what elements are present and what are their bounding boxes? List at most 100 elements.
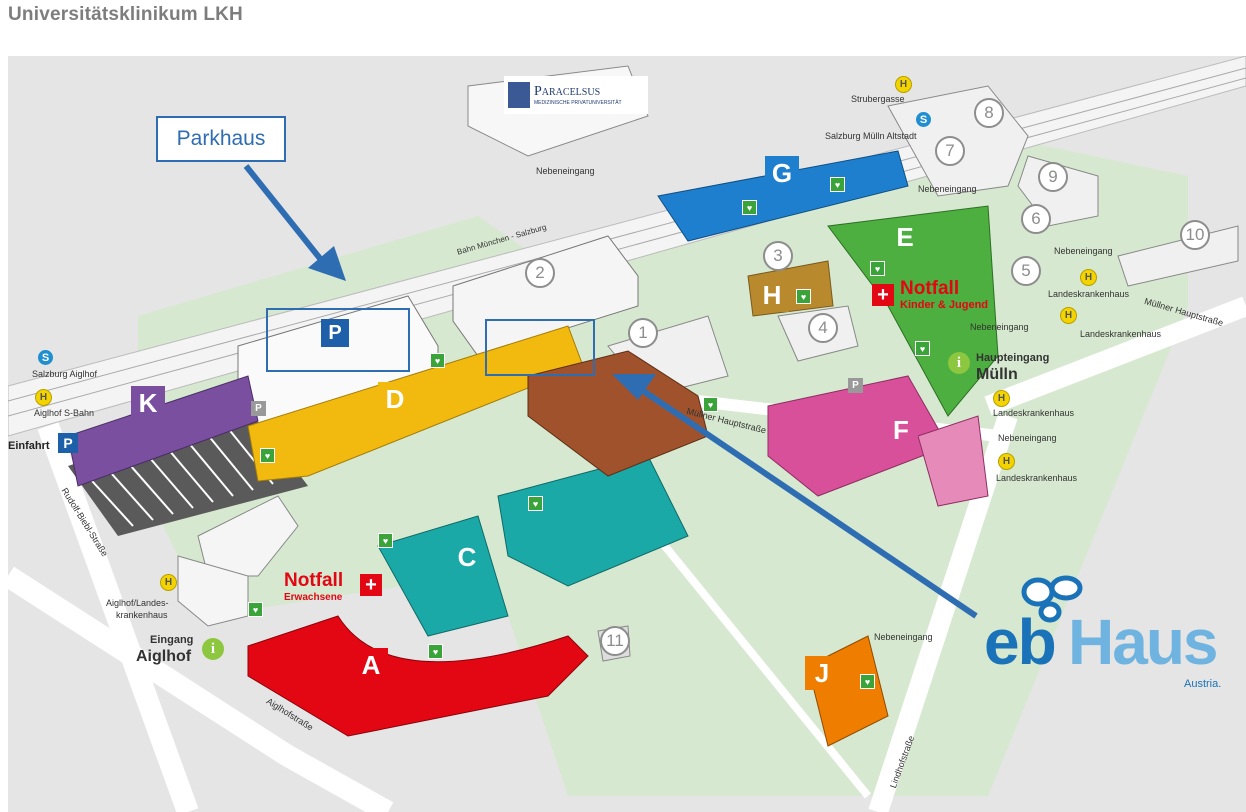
landeskrankenhaus-label-3: Landeskrankenhaus (993, 408, 1075, 418)
bus-stop-icon: H (1060, 307, 1077, 324)
building-6-number: 6 (1021, 204, 1051, 234)
parkhaus-callout: Parkhaus (156, 116, 286, 162)
building-H-badge: H (755, 278, 789, 312)
defibrillator-icon: ♥ (248, 602, 263, 617)
building-7-number: 7 (935, 136, 965, 166)
parking-small-icon-f: P (848, 378, 863, 393)
erwachsene-label: Erwachsene (284, 592, 343, 603)
building-aiglhof (177, 555, 249, 627)
parking-small-icon: P (251, 401, 266, 416)
building-4-number: 4 (808, 313, 838, 343)
emergency-cross-icon: + (360, 574, 382, 596)
building-3-number: 3 (763, 241, 793, 271)
muelln-label: Mülln (976, 366, 1018, 383)
building-2 (452, 235, 639, 357)
building-K (67, 375, 259, 487)
landeskrankenhaus-label-4: Landeskrankenhaus (996, 473, 1078, 483)
parkhaus-highlight (266, 308, 410, 372)
sbahn-icon: S (38, 350, 53, 365)
ebhaus-logo: eb Haus Austria. (980, 574, 1240, 694)
building-F-badge: F (884, 413, 918, 447)
building-5-number: 5 (1011, 256, 1041, 286)
haupteingang-label: Haupteingang (976, 352, 1050, 364)
logo-eb: eb (984, 606, 1057, 678)
defibrillator-icon: ♥ (742, 200, 757, 215)
ebhaus-arrow-shaft (634, 383, 978, 619)
aiglhof-label: Aiglhof (136, 648, 192, 665)
strubergasse-label: Strubergasse (851, 94, 905, 104)
nebeneingang-label-1: Nebeneingang (536, 166, 595, 176)
nebeneingang-label-6: Nebeneingang (874, 632, 933, 642)
butterfly-icon (1021, 575, 1083, 623)
sbahn-icon: S (916, 112, 931, 127)
defibrillator-icon: ♥ (430, 353, 445, 368)
campus-map: Parkhaus P P P P K D G E H F C A J 1 2 3… (8, 56, 1246, 812)
building-A-badge: A (354, 648, 388, 682)
eingang-label: Eingang (150, 634, 194, 646)
bus-stop-icon: H (895, 76, 912, 93)
bus-stop-icon: H (998, 453, 1015, 470)
building-F (767, 375, 949, 497)
road-aiglhofstrasse (8, 566, 394, 812)
defibrillator-icon: ♥ (860, 674, 875, 689)
building-J-badge: J (805, 656, 839, 690)
defibrillator-icon: ♥ (915, 341, 930, 356)
nebeneingang-label-2: Nebeneingang (918, 184, 977, 194)
defibrillator-icon: ♥ (796, 289, 811, 304)
parkhaus-p-icon: P (321, 319, 349, 347)
building-K-badge: K (131, 386, 165, 420)
defibrillator-icon: ♥ (260, 448, 275, 463)
defibrillator-icon: ♥ (830, 177, 845, 192)
building-9-number: 9 (1038, 162, 1068, 192)
einfahrt-label: Einfahrt (8, 440, 50, 452)
paracelsus-name: Paracelsus (534, 84, 601, 99)
einfahrt-p-icon: P (58, 433, 78, 453)
building-G (657, 150, 909, 242)
logo-haus: Haus (1068, 606, 1218, 678)
building-C-badge: C (450, 540, 484, 574)
aiglhof-sbahn-label: Aiglhof S-Bahn (34, 408, 95, 418)
kinder-jugend-label: Kinder & Jugend (900, 299, 989, 311)
notfall-erwachsene-label: Notfall (284, 570, 344, 591)
bus-stop-icon: H (1080, 269, 1097, 286)
nebeneingang-label-5: Nebeneingang (998, 433, 1057, 443)
info-icon-muelln: i (948, 352, 970, 374)
defibrillator-icon: ♥ (428, 644, 443, 659)
building-G-badge: G (765, 156, 799, 190)
building-1-number: 1 (628, 318, 658, 348)
building-D (247, 325, 584, 482)
building-11-number: 11 (600, 626, 630, 656)
building-E-badge: E (888, 220, 922, 254)
building-8-number: 8 (974, 98, 1004, 128)
ebhaus-highlight (485, 319, 595, 376)
building-D-badge: D (378, 382, 412, 416)
ebhaus-arrow-head (612, 374, 656, 400)
building-F-round (917, 415, 989, 507)
aiglhof-landes-label: Aiglhof/Landes- (106, 598, 169, 608)
defibrillator-icon: ♥ (703, 397, 718, 412)
emergency-cross-icon: + (872, 284, 894, 306)
road-muellner (984, 296, 1246, 416)
defibrillator-icon: ♥ (378, 533, 393, 548)
paracelsus-emblem-icon (508, 82, 530, 108)
defibrillator-icon: ♥ (528, 496, 543, 511)
salzburg-aiglhof-label: Salzburg Aiglhof (32, 369, 98, 379)
landeskrankenhaus-label-2: Landeskrankenhaus (1080, 329, 1162, 339)
bus-stop-icon: H (993, 390, 1010, 407)
nebeneingang-label-4: Nebeneingang (970, 322, 1029, 332)
parkhaus-arrow-shaft (243, 164, 333, 273)
paracelsus-logo: Paracelsus MEDIZINISCHE PRIVATUNIVERSITÄ… (504, 76, 648, 114)
bus-stop-icon: H (160, 574, 177, 591)
defibrillator-icon: ♥ (870, 261, 885, 276)
nebeneingang-label-3: Nebeneingang (1054, 246, 1113, 256)
logo-austria: Austria. (1184, 678, 1222, 690)
building-10-number: 10 (1180, 220, 1210, 250)
muelln-altstadt-label: Salzburg Mülln Altstadt (825, 131, 917, 141)
road-rudolf-biebl (37, 422, 199, 812)
landeskrankenhaus-label-1: Landeskrankenhaus (1048, 289, 1130, 299)
krankenhaus-label: krankenhaus (116, 610, 168, 620)
notfall-kinder-label: Notfall (900, 278, 960, 299)
page-title: Universitätsklinikum LKH (8, 4, 243, 25)
building-2-number: 2 (525, 258, 555, 288)
bus-stop-icon: H (35, 389, 52, 406)
